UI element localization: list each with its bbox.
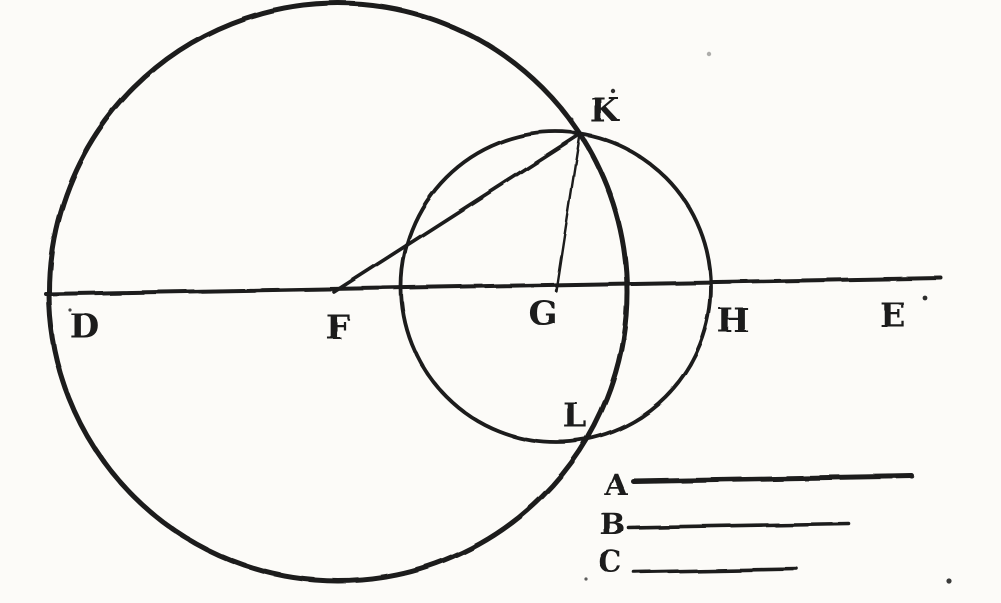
segment-label-A: A (603, 468, 628, 503)
point-label-L: L (563, 396, 587, 436)
point-label-G: G (528, 294, 557, 334)
point-label-E: E (880, 296, 906, 336)
line-GK (554, 132, 582, 293)
point-label-H: H (717, 301, 749, 341)
given-segment-C (632, 567, 799, 574)
line-FK (332, 132, 582, 294)
ink-speck (68, 308, 72, 312)
ink-speck (610, 88, 616, 94)
ink-speck (946, 578, 952, 584)
ink-artwork: D F G H E K L A B C (44, 0, 952, 584)
baseline-DE (44, 276, 943, 296)
ink-speck (584, 577, 588, 581)
ink-speck (922, 295, 928, 301)
ink-speck (706, 51, 712, 57)
segment-label-C: C (598, 545, 622, 580)
point-label-K: K (590, 91, 621, 131)
ink-speck (570, 118, 574, 122)
point-label-D: D (70, 307, 99, 347)
point-label-F: F (326, 308, 350, 348)
given-segment-B (627, 522, 851, 530)
given-segment-A (630, 473, 915, 484)
segment-label-B: B (600, 508, 625, 543)
